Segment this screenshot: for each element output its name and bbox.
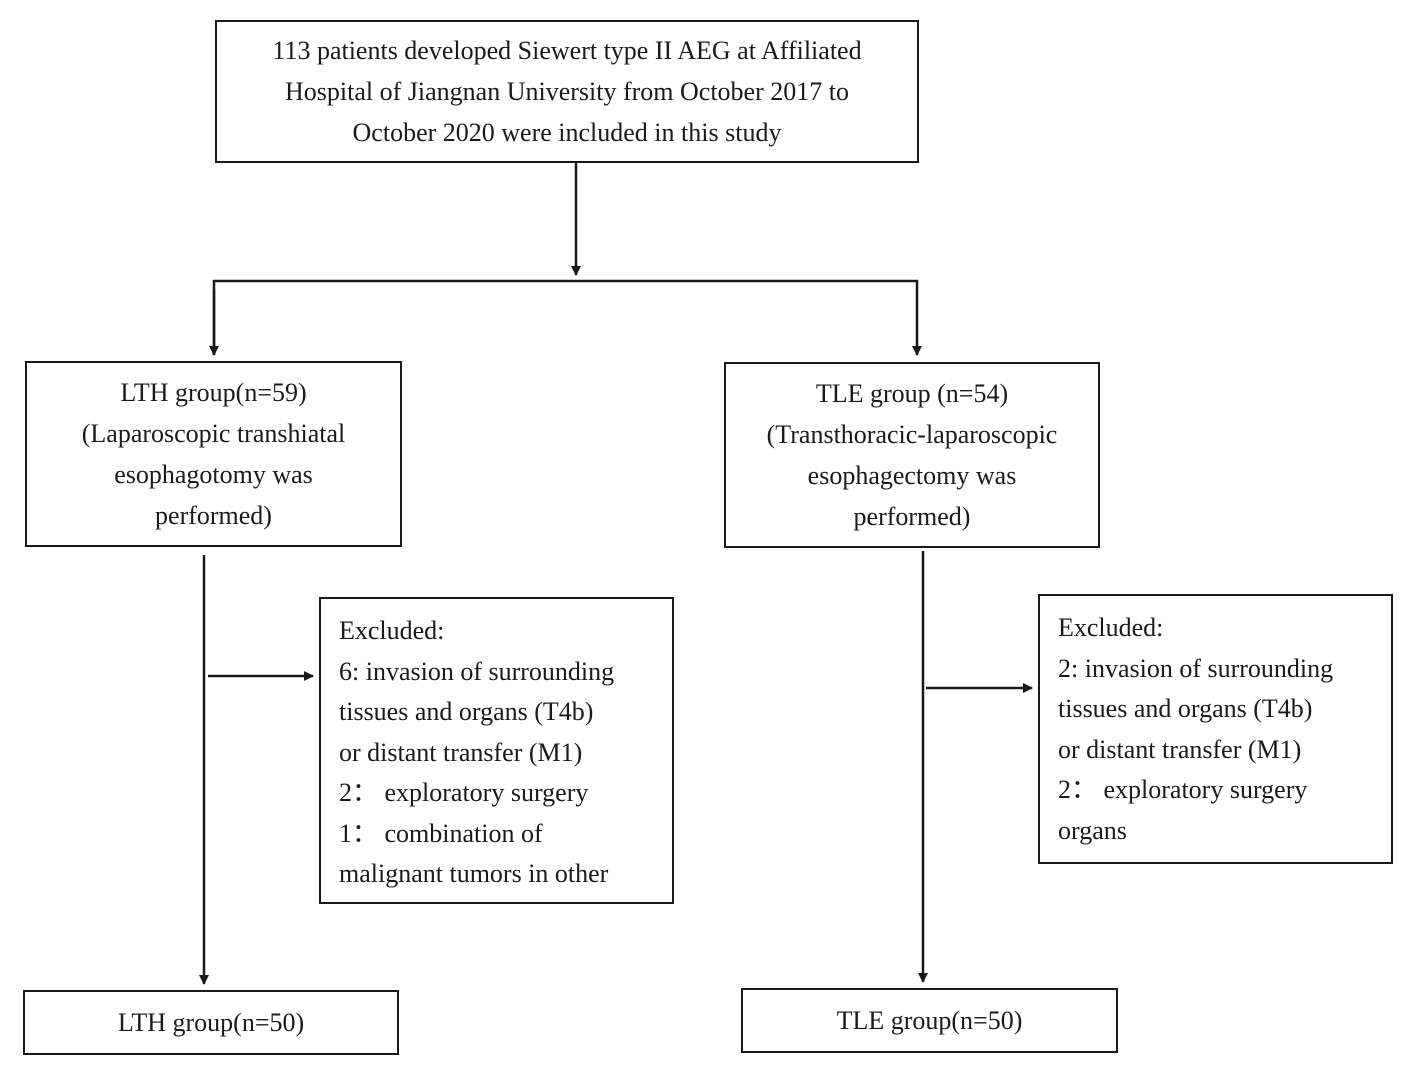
tle-box-line-4: performed): [853, 502, 971, 531]
lth-excluded-line-7: malignant tumors in other: [339, 859, 609, 888]
lth-excluded-line-5: 2： exploratory surgery: [339, 778, 589, 807]
tle-box-line-2: (Transthoracic-laparoscopic: [766, 420, 1058, 449]
tle-excluded-line-1: Excluded:: [1058, 613, 1164, 642]
tle-final-box: TLE group(n=50): [741, 988, 1118, 1053]
top-box-line-1: 113 patients developed Siewert type II A…: [272, 36, 862, 65]
lth-excluded-line-3: tissues and organs (T4b): [339, 697, 594, 726]
tle-excluded-line-3: tissues and organs (T4b): [1058, 694, 1313, 723]
top-enrollment-box: 113 patients developed Siewert type II A…: [215, 20, 919, 163]
lth-group-box: LTH group(n=59) (Laparoscopic transhiata…: [25, 361, 402, 547]
tle-excluded-line-4: or distant transfer (M1): [1058, 734, 1302, 764]
tle-box-line-1: TLE group (n=54): [815, 379, 1009, 408]
tle-excluded-line-5: 2： exploratory surgery: [1058, 775, 1308, 804]
lth-box-line-3: esophagotomy was: [114, 460, 313, 489]
lth-box-line-2: (Laparoscopic transhiatal: [81, 419, 346, 448]
tle-final-label: TLE group(n=50): [836, 1006, 1023, 1035]
lth-excluded-line-6: 1： combination of: [339, 818, 543, 848]
lth-final-label: LTH group(n=50): [117, 1008, 305, 1037]
tle-excluded-line-6: organs: [1058, 815, 1127, 845]
lth-final-box: LTH group(n=50): [23, 990, 399, 1055]
tle-excluded-box: Excluded: 2: invasion of surrounding tis…: [1038, 594, 1393, 864]
tle-box-line-3: esophagectomy was: [807, 461, 1017, 490]
lth-excluded-box: Excluded: 6: invasion of surrounding tis…: [319, 597, 674, 904]
lth-excluded-line-2: 6: invasion of surrounding: [339, 656, 615, 686]
lth-box-line-4: performed): [155, 501, 272, 530]
lth-box-line-1: LTH group(n=59): [120, 378, 307, 407]
tle-group-box: TLE group (n=54) (Transthoracic-laparosc…: [724, 362, 1100, 548]
split-branch-line: [212, 279, 922, 356]
top-box-line-3: October 2020 were included in this study: [352, 118, 782, 147]
tle-excluded-line-2: 2: invasion of surrounding: [1058, 653, 1334, 683]
lth-excluded-line-1: Excluded:: [339, 616, 445, 645]
top-box-line-2: Hospital of Jiangnan University from Oct…: [285, 77, 849, 106]
lth-excluded-line-4: or distant transfer (M1): [339, 737, 583, 767]
